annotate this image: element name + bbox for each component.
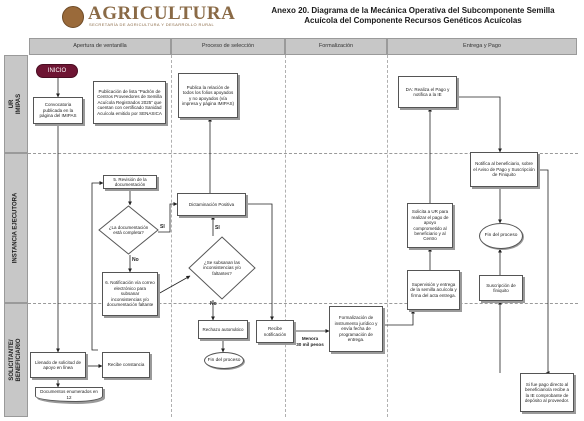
start-node: INICIO — [36, 64, 78, 78]
recibe-pago-step: DA: Realiza el Pago y notifica a la IE — [398, 76, 457, 108]
column-header-apertura: Apertura de ventanilla — [29, 38, 171, 55]
publicacion-step: Publicación de lista “Padrón de Centros … — [93, 81, 166, 124]
column-separator-1 — [171, 55, 172, 417]
suscripcion-step: Suscripción de finiquito — [479, 275, 523, 301]
pago-directo-step: Si fue pago directo al beneficiario/a re… — [520, 373, 574, 412]
document-title-line2: Acuícola del Componente Recursos Genétic… — [304, 16, 522, 25]
column-header-formalizacion: Formalización — [285, 38, 387, 55]
agriculture-logo-title: AGRICULTURA — [88, 3, 236, 24]
lane-separator-2 — [28, 303, 578, 304]
row-header-solicitante: SOLICITANTE/ BENEFICIARIO — [4, 303, 28, 417]
notifica-beneficiario-step: Notifica al beneficiario, sobre el Aviso… — [470, 152, 538, 187]
notificacion-step: 6. Notificación vía correo electrónico p… — [102, 272, 158, 316]
decision-diamond-shape — [188, 236, 256, 300]
lane-separator-1 — [28, 153, 578, 154]
column-header-entrega-pago: Entrega y Pago — [387, 38, 577, 55]
subsanan-decision: ¿Se subsanan las inconsistencias y/o fal… — [188, 236, 256, 300]
end-node-2: Fin del proceso — [479, 223, 523, 249]
documentos-step: Documentos enumerados en 12 — [35, 387, 103, 402]
revision-step: 5. Revisión de la documentación — [103, 175, 157, 189]
supervision-step: Supervisión y entrega de la semilla acuí… — [407, 270, 460, 310]
documentacion-decision: ¿La documentación está completa? — [98, 205, 159, 255]
document-title-line1: Anexo 20. Diagrama de la Mecánica Operat… — [271, 6, 555, 15]
agriculture-logo-emblem — [62, 6, 84, 28]
formalizacion-step: Formalización de instrumento jurídico y … — [329, 306, 383, 352]
column-separator-3 — [387, 55, 388, 417]
column-header-seleccion: Proceso de selección — [171, 38, 285, 55]
documentacion-decision-label: ¿La documentación está completa? — [108, 224, 149, 235]
solicita-ur-step: Solicita a UR para realizar el pago de a… — [407, 203, 453, 248]
column-separator-2 — [285, 55, 286, 417]
decision-diamond-shape — [98, 205, 159, 255]
row-header-instancia: INSTANCIA EJECUTORA — [4, 153, 28, 303]
llenado-solicitud-step: Llenado de solicitud de apoyo en línea — [30, 352, 86, 378]
menora-label: Menora 30 mil pesos — [296, 336, 324, 347]
convocatoria-step: Convocatoria publicada en la página del … — [33, 97, 83, 124]
recibe-notificacion-step: Recibe notificación — [256, 320, 294, 343]
row-header-ur: UR IMIPAS — [4, 55, 28, 153]
no-label-1: No — [132, 257, 139, 263]
yes-label-1: SI — [160, 224, 165, 230]
no-label-2: No — [210, 301, 217, 307]
agriculture-logo-subtitle: SECRETARÍA DE AGRICULTURA Y DESARROLLO R… — [89, 22, 215, 27]
publica-relacion-step: Publica la relación de todos los folios … — [178, 73, 238, 118]
yes-label-2: SI — [215, 225, 220, 231]
end-node-1: Fin del proceso — [204, 352, 244, 369]
subsanan-decision-label: ¿Se subsanan las inconsistencias y/o fal… — [203, 259, 241, 276]
recibe-constancia-step: Recibe constancia — [102, 352, 150, 378]
document-title: Anexo 20. Diagrama de la Mecánica Operat… — [252, 6, 574, 26]
rechazo-step: Rechazo automático — [198, 320, 248, 339]
dictaminacion-step: Dictaminación Positiva — [177, 193, 246, 216]
